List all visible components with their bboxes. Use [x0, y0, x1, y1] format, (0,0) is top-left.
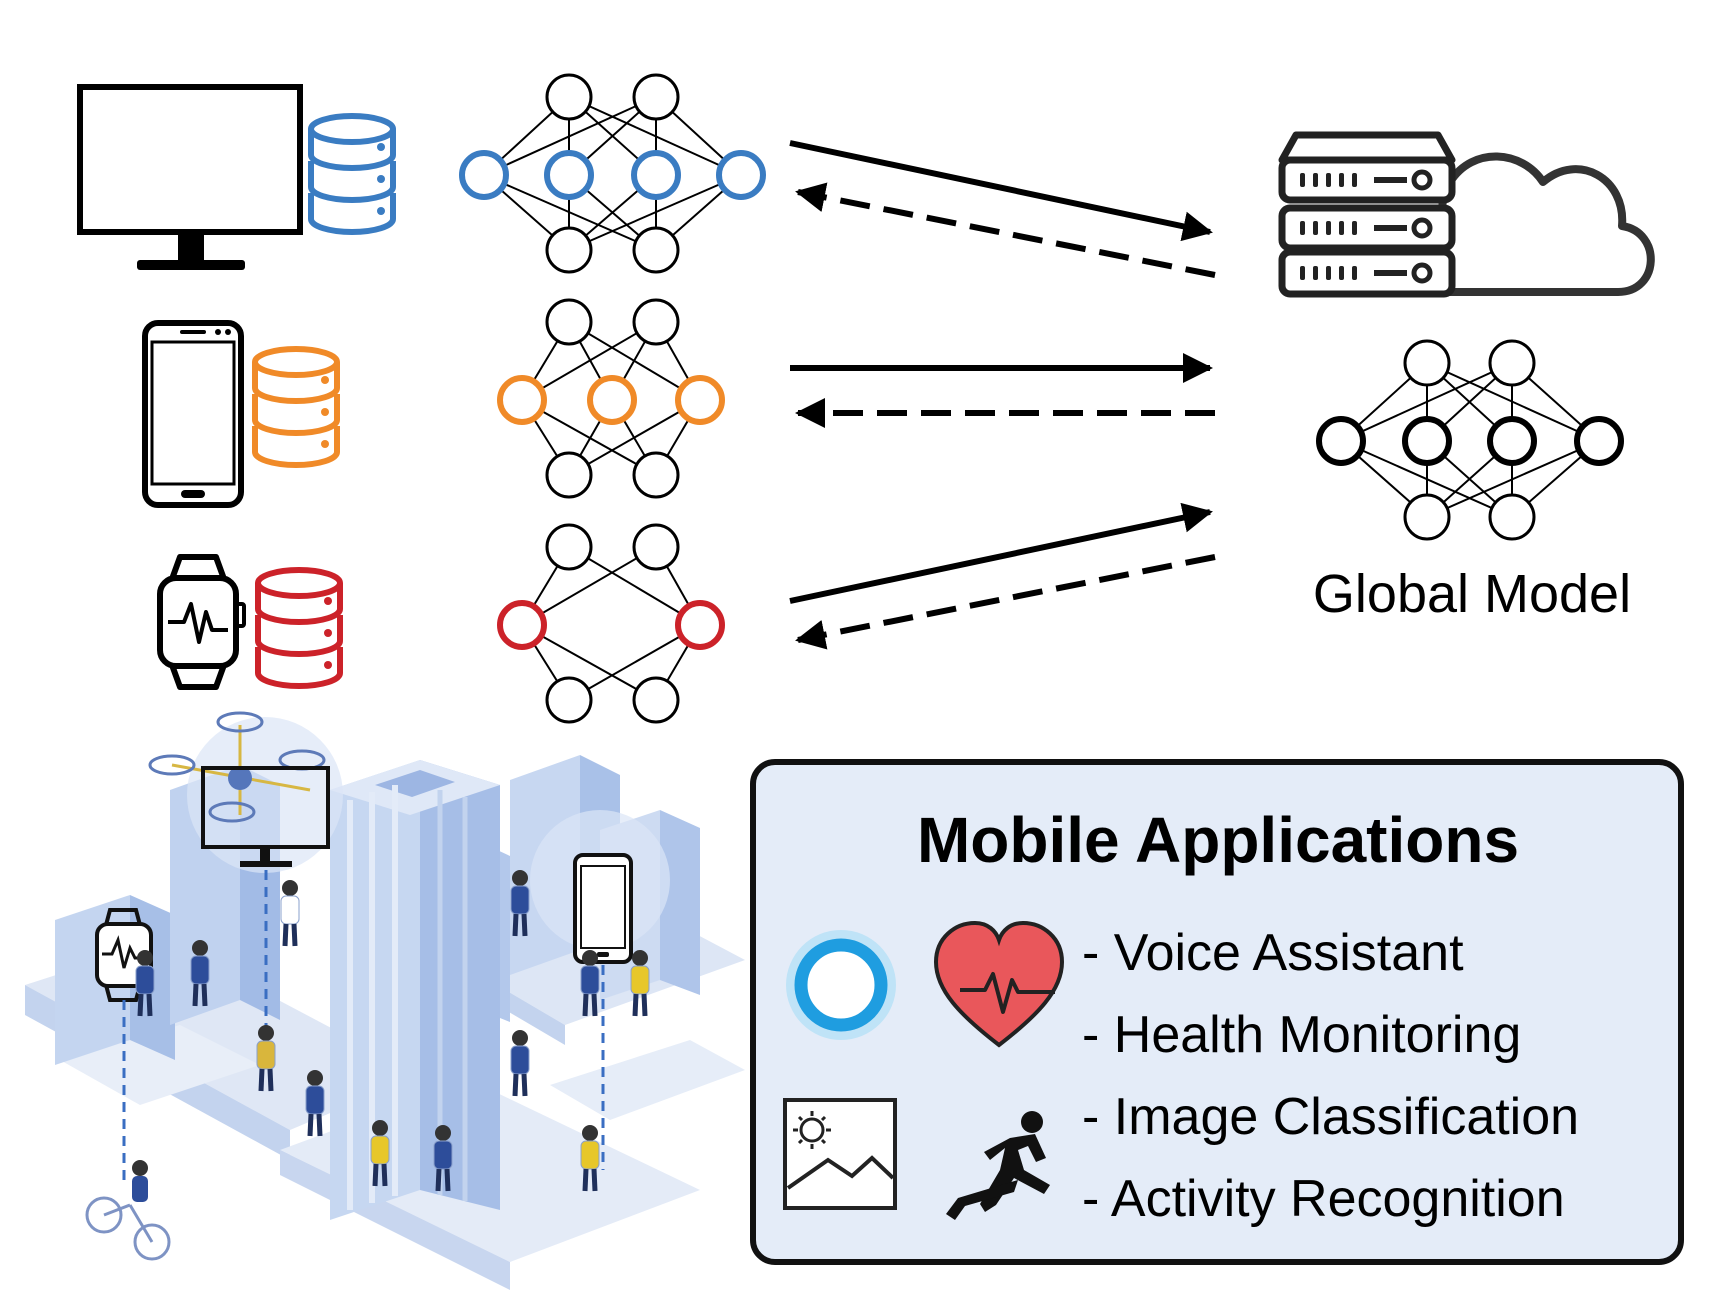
- global-model-label: Global Model: [1313, 564, 1631, 624]
- local-model-network: [459, 73, 766, 274]
- local-model-network: [497, 523, 725, 724]
- model-download-arrow: [795, 182, 1216, 278]
- desktop-monitor-icon: [77, 84, 303, 270]
- local-model-network: [497, 298, 725, 499]
- app-item-health-monitoring: - Health Monitoring: [1082, 1006, 1521, 1064]
- model-upload-arrow: [789, 140, 1213, 242]
- drone-icon: [148, 711, 326, 823]
- city-people: [135, 870, 650, 1192]
- smart-city-illustration: [25, 711, 745, 1290]
- model-upload-arrow: [789, 502, 1213, 604]
- database-icon: [308, 113, 396, 235]
- smartphone-icon: [573, 853, 633, 964]
- cyclist-figure: [85, 1160, 171, 1261]
- runner-icon: [946, 1111, 1050, 1220]
- panel-title: Mobile Applications: [917, 804, 1519, 876]
- global-model-network: [1316, 339, 1624, 541]
- desktop-monitor-icon: [201, 766, 330, 867]
- voice-assistant-icon: [786, 930, 896, 1040]
- model-download-arrow: [795, 554, 1216, 650]
- database-icon: [255, 567, 343, 689]
- database-icon: [252, 346, 340, 468]
- smartwatch-icon: [157, 554, 246, 690]
- mobile-applications-panel: Mobile Applications: [750, 759, 1684, 1265]
- app-item-image-classification: - Image Classification: [1082, 1088, 1579, 1146]
- application-list: - Voice Assistant - Health Monitoring - …: [1082, 924, 1579, 1228]
- app-item-voice-assistant: - Voice Assistant: [1082, 924, 1464, 982]
- smartphone-icon: [142, 320, 244, 508]
- server-icon: [1278, 131, 1456, 298]
- image-icon: [783, 1098, 897, 1210]
- heart-pulse-icon: [933, 920, 1065, 1048]
- app-item-activity-recognition: - Activity Recognition: [1082, 1170, 1565, 1228]
